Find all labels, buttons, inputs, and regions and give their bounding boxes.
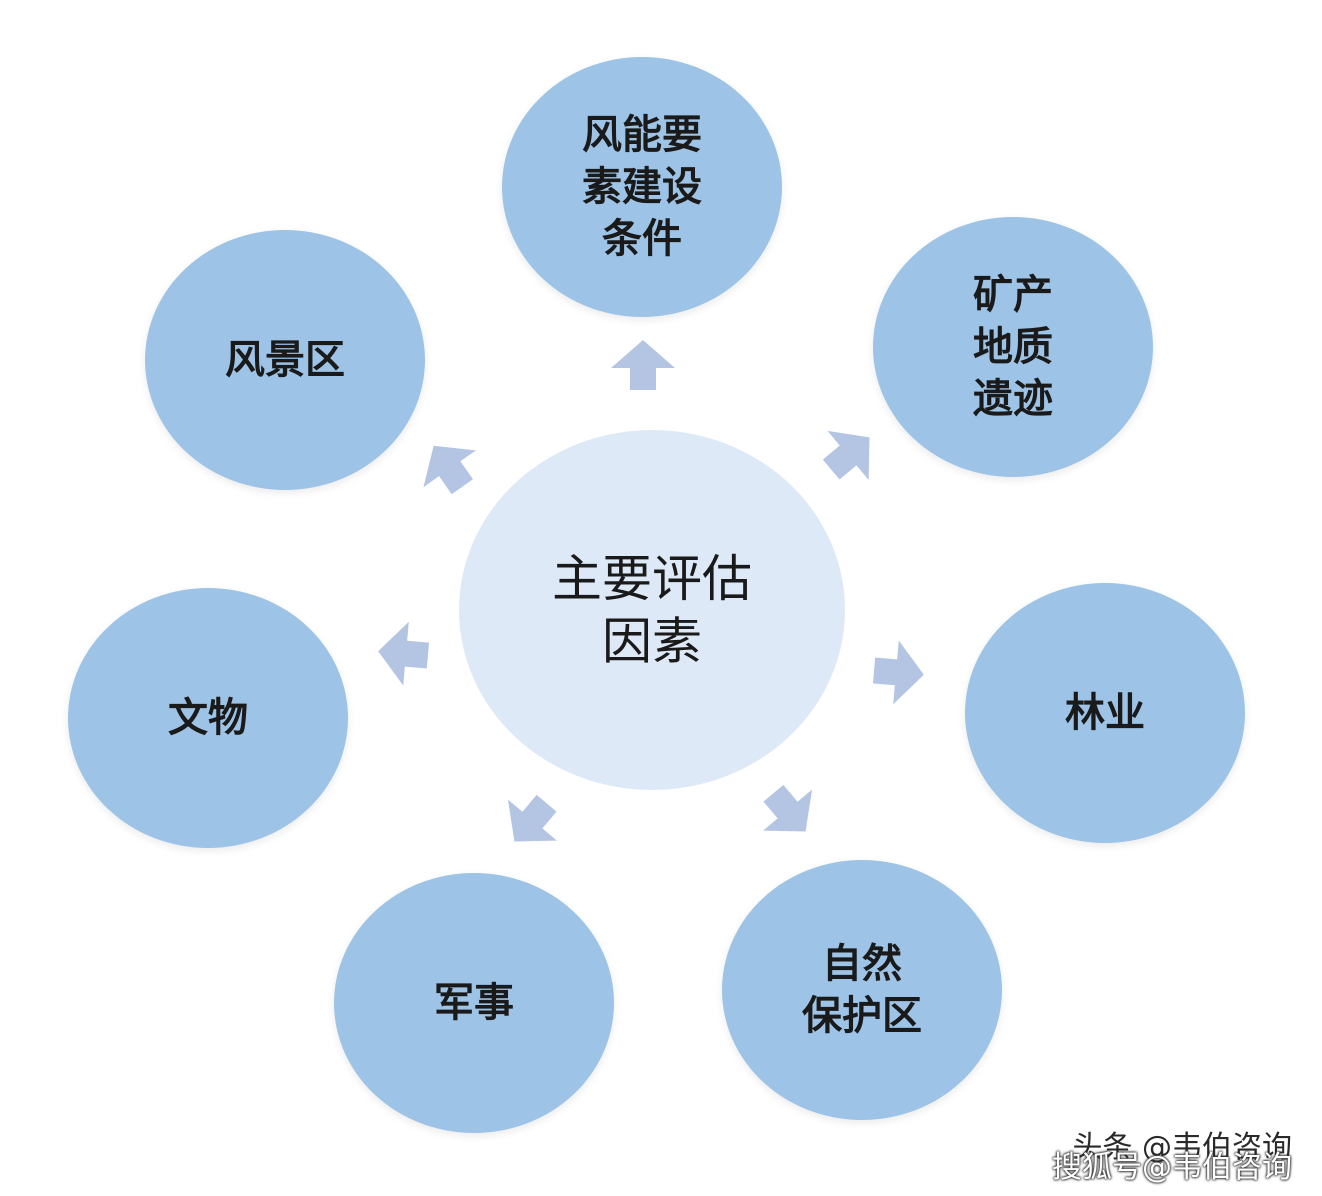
arrow-icon [378, 621, 430, 686]
node-circle [873, 217, 1153, 477]
node-circle [502, 57, 782, 317]
node-label-line: 遗迹 [973, 376, 1053, 422]
node-label-line: 地质 [973, 324, 1053, 370]
arrow-shape [872, 640, 924, 705]
watermark-sohu: 搜狐号@韦伯咨询 [1052, 1150, 1292, 1185]
node-label-line: 风能要 [582, 112, 702, 158]
arrows-layer [378, 340, 924, 842]
node-circle [965, 583, 1245, 843]
arrow-shape [822, 430, 870, 480]
arrow-shape [763, 784, 813, 832]
node-circle [722, 860, 1002, 1120]
node-label-line: 文物 [168, 695, 248, 741]
arrow-icon [763, 784, 813, 832]
node-label-line: 风景区 [225, 337, 345, 383]
factor-node-cultural-relics: 文物 [68, 588, 348, 848]
node-label-line: 军事 [434, 980, 514, 1026]
arrow-shape [423, 445, 476, 495]
arrow-icon [822, 430, 870, 480]
node-label-line: 林业 [1065, 690, 1145, 736]
arrow-shape [378, 621, 430, 686]
arrow-shape [507, 794, 557, 842]
arrow-icon [507, 794, 557, 842]
node-circle [334, 873, 614, 1133]
factor-node-scenic-area: 风景区 [145, 230, 425, 490]
node-circle [145, 230, 425, 490]
arrow-shape [611, 340, 675, 390]
node-label-line: 矿产 [973, 272, 1053, 318]
factor-node-military: 军事 [334, 873, 614, 1133]
center-label-line: 主要评估 [552, 550, 752, 608]
arrow-icon [611, 340, 675, 390]
center-circle [459, 430, 845, 790]
watermark-toutiao: 头条 @韦伯咨询 [1072, 1130, 1292, 1165]
node-circle [68, 588, 348, 848]
center-label-line: 因素 [602, 612, 702, 670]
node-label-line: 保护区 [802, 993, 922, 1039]
arrow-icon [872, 640, 924, 705]
arrow-icon [423, 445, 476, 495]
node-label-line: 自然 [822, 941, 902, 987]
node-label-line: 条件 [602, 216, 682, 262]
factor-node-forestry: 林业 [965, 583, 1245, 843]
node-label-line: 素建设 [582, 164, 702, 210]
